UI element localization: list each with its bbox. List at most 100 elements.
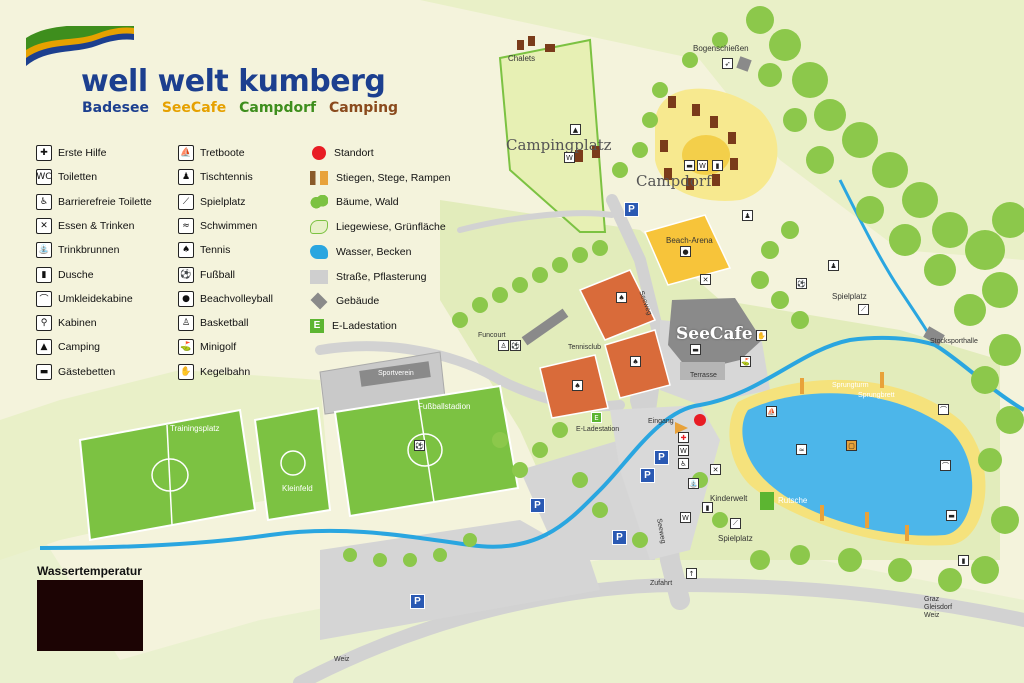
lake xyxy=(742,393,973,536)
water-temperature-title: Wassertemperatur xyxy=(37,564,142,578)
legend-item-stairs: Stiegen, Stege, Rampen xyxy=(310,169,450,187)
label-graz: Graz xyxy=(924,596,940,603)
legend-label: Standort xyxy=(334,147,374,159)
legend-label: Liegewiese, Grünfläche xyxy=(336,221,446,234)
label-sprungbrett: Sprungbrett xyxy=(858,392,895,399)
camping-icon: ▲ xyxy=(570,124,581,135)
label-kinderwelt: Kinderwelt xyxy=(710,494,748,503)
wc-icon: W xyxy=(564,152,575,163)
legend-item-basketball: ♙Basketball xyxy=(178,314,248,332)
shower-icon: ▮ xyxy=(702,502,713,513)
label-tennisclub: Tennisclub xyxy=(568,344,602,351)
legend-item-pedal-boat: ⛵ Tretboote xyxy=(178,144,245,162)
bowling-icon: ✋ xyxy=(756,330,767,341)
playground-icon: ⟋ xyxy=(730,518,741,529)
legend-label: Toiletten xyxy=(58,171,98,184)
legend-label: Tretboote xyxy=(200,147,245,159)
legend-item-swimming: ≈ Schwimmen xyxy=(178,217,257,235)
legend-label: Straße, Pflasterung xyxy=(336,270,427,283)
parking-sign: P xyxy=(530,498,545,513)
brand-sub-camping: Camping xyxy=(328,100,399,116)
bowling-icon: ✋ xyxy=(178,363,194,380)
label-campdorf: Campdorf xyxy=(636,172,712,190)
tennis-icon: ♠ xyxy=(630,356,641,367)
legend-item-beachvolleyball: ●Beachvolleyball xyxy=(178,290,273,308)
label-spielplatz-b: Spielplatz xyxy=(718,534,753,543)
wc-icon: W xyxy=(678,445,689,456)
legend-item-dot: Standort xyxy=(310,144,374,162)
legend-item-wc: WC Toiletten xyxy=(36,168,97,186)
parking-sign: P xyxy=(612,530,627,545)
label-e-ladestation: E-Ladestation xyxy=(576,426,620,433)
standort-dot-icon xyxy=(312,146,326,160)
brand-sub-campdorf: Campdorf xyxy=(239,100,317,116)
accessible-wc-icon: ♿ xyxy=(36,193,52,210)
playground-icon: ⟋ xyxy=(178,193,194,210)
lawn-area-north xyxy=(420,0,1024,260)
wc-icon: W xyxy=(697,160,708,171)
label-sprungturm: Sprungturm xyxy=(832,382,869,389)
parking-sign: P xyxy=(410,594,425,609)
legend-item-first-aid: ✚Erste Hilfe xyxy=(36,144,106,162)
legend-item-table-tennis: ♟ Tischtennis xyxy=(178,168,253,186)
legend-label: Tischtennis xyxy=(200,171,253,184)
legend-item-building: Gebäude xyxy=(310,292,379,310)
legend-label: Umkleidekabine xyxy=(58,292,133,305)
pedal-boat-icon: ⛵ xyxy=(766,406,777,417)
pedal-boat-icon: ⛵ xyxy=(178,145,194,161)
legend-item-minigolf: ⛳ Minigolf xyxy=(178,338,236,356)
stairs-icon xyxy=(310,170,328,185)
legend-item-football: ⚽Fußball xyxy=(178,266,235,284)
trees xyxy=(343,6,1024,592)
minigolf-icon: ⛳ xyxy=(178,339,194,356)
table-tennis-icon: ♟ xyxy=(742,210,753,221)
beachvolleyball-icon: ● xyxy=(178,290,194,307)
guest-bed-icon: ▬ xyxy=(690,344,701,355)
food-drink-icon: ✕ xyxy=(700,274,711,285)
legend-label: Dusche xyxy=(58,268,94,281)
legend-item-playground: ⟋Spielplatz xyxy=(178,193,246,211)
changing-room-icon: ⌒ xyxy=(940,460,951,471)
wc-icon: WC xyxy=(36,169,52,186)
guest-bed-icon: ▬ xyxy=(684,160,695,171)
label-seecafe: SeeCafe xyxy=(676,324,753,344)
food-drink-icon: ✕ xyxy=(710,464,721,475)
legend-label: Kabinen xyxy=(58,317,97,330)
changing-room-icon: ⌒ xyxy=(36,290,52,307)
football-icon: ⚽ xyxy=(414,440,425,451)
football-pitches xyxy=(78,384,520,542)
raft-icon: ▢ xyxy=(846,440,857,451)
stream xyxy=(39,335,936,550)
parking-area-south xyxy=(320,520,600,640)
label-funcourt: Funcourt xyxy=(478,332,506,339)
swimming-icon: ≈ xyxy=(178,217,194,234)
legend-label: Schwimmen xyxy=(200,219,258,232)
guest-bed-icon: ▬ xyxy=(36,363,52,380)
lawn-icon xyxy=(310,220,328,235)
basketball-icon: ♙ xyxy=(498,340,509,351)
legend-item-lawn: Liegewiese, Grünfläche xyxy=(310,218,446,236)
entrance-flag xyxy=(675,422,688,434)
football-icon: ⚽ xyxy=(178,266,194,283)
standort-marker xyxy=(694,414,706,426)
swimming-icon: ≈ xyxy=(796,444,807,455)
football-icon: ⚽ xyxy=(796,278,807,289)
shower-icon: ▮ xyxy=(36,266,52,283)
stocksporthalle-building xyxy=(923,326,945,346)
legend-label: Minigolf xyxy=(200,341,237,354)
legend-label: Camping xyxy=(58,341,101,354)
brand-subtitle: Badesee SeeCafe Campdorf Camping xyxy=(82,100,406,116)
tennis-icon: ♠ xyxy=(178,242,194,259)
table-tennis-icon: ♟ xyxy=(178,169,194,186)
legend-item-shower: ▮ Dusche xyxy=(36,266,94,284)
label-sportverein: Sportverein xyxy=(378,370,414,377)
road-icon xyxy=(310,269,328,284)
legend-item-cabin: ⚲Kabinen xyxy=(36,314,97,332)
brand-sub-badesee: Badesee xyxy=(82,100,149,116)
camping-icon: ▲ xyxy=(36,339,52,356)
beachvolleyball-icon: ● xyxy=(680,246,691,257)
label-beach-arena: Beach-Arena xyxy=(666,236,713,245)
brand-wave-icon xyxy=(26,26,134,66)
legend-label: E-Ladestation xyxy=(332,319,397,332)
